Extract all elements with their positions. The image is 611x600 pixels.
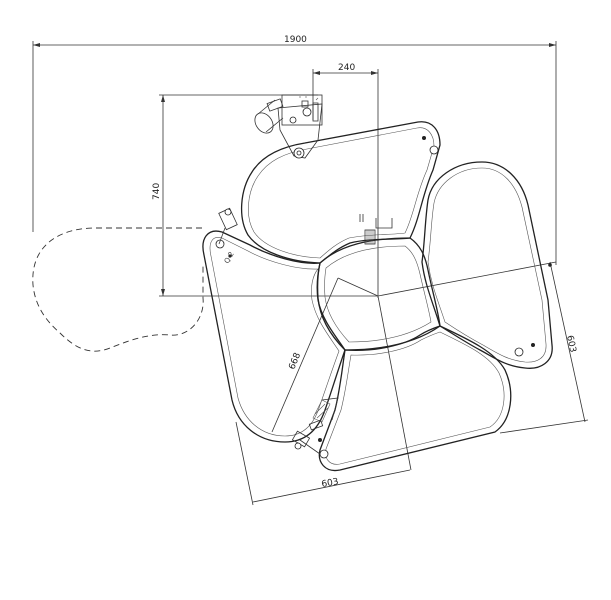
drive-unit <box>254 94 323 159</box>
marker-right-edge <box>548 263 552 267</box>
bottom-lobe-outer <box>318 325 512 472</box>
right-lobe-inner <box>427 167 547 363</box>
bottom-lobe-inner <box>325 331 505 465</box>
dashed-alternate-outline <box>32 227 204 352</box>
dim-right-side: 603 <box>377 261 589 434</box>
dim-diagonal-label: 668 <box>288 351 304 371</box>
dim-overall-width: 1900 <box>32 35 557 265</box>
mounting-holes <box>215 136 552 459</box>
center-hub-outer <box>316 237 441 351</box>
marker-top-right <box>422 136 426 140</box>
motor-can <box>254 112 274 134</box>
hole-top-right <box>429 145 439 155</box>
clamp-left: Q 2 <box>218 207 238 265</box>
hole-right <box>514 347 524 357</box>
dim-height-label: 740 <box>152 183 162 200</box>
hole-left <box>215 239 225 249</box>
dim-height: 740 <box>152 94 378 297</box>
center-hub-inner <box>324 245 432 343</box>
marker-left-text <box>228 254 232 258</box>
hole-bottom <box>319 449 329 459</box>
dim-overall-width-label: 1900 <box>284 35 307 45</box>
dim-bottom: 603 <box>235 295 412 506</box>
svg-text:Q 2: Q 2 <box>223 250 236 265</box>
sensor-top <box>359 214 393 245</box>
left-lobe-inner <box>209 237 340 437</box>
clamp-bottom <box>291 430 321 455</box>
marker-right <box>531 343 535 347</box>
marker-bottom <box>318 438 322 442</box>
top-lobe-outer <box>240 121 441 264</box>
sensor-top-body <box>364 229 376 245</box>
top-lobe-inner <box>248 127 435 259</box>
track-detail-bottom <box>308 397 339 431</box>
right-lobe-outer <box>421 161 553 369</box>
dim-bottom-label: 603 <box>321 477 340 490</box>
dim-offset: 240 <box>312 63 379 298</box>
drive-unit-housing <box>281 94 323 126</box>
dim-offset-label: 240 <box>338 63 355 73</box>
track-assembly <box>202 121 553 472</box>
dim-right-side-label: 603 <box>564 335 577 354</box>
